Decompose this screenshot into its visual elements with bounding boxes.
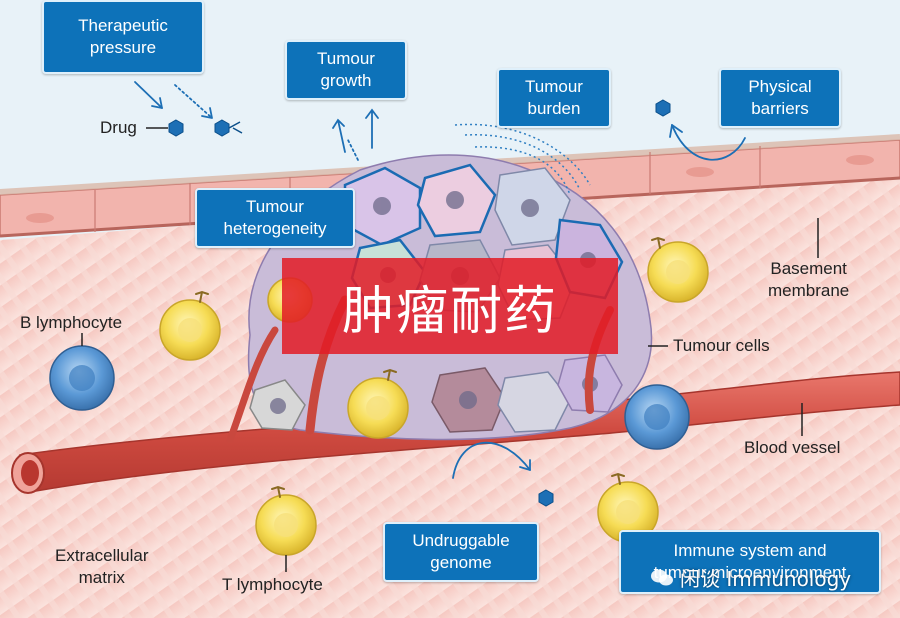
watermark: 闲谈 Immunology <box>650 563 851 592</box>
t-cell-nucleus <box>616 500 640 524</box>
callout-line: Tumour <box>525 77 583 96</box>
membrane-cell <box>686 167 714 177</box>
callout-line: tumour microenvironment <box>653 563 847 582</box>
callout-line: Immune system and <box>673 541 827 560</box>
burden-wave <box>454 123 591 186</box>
physical-barriers-callout: Physical barriers <box>719 68 841 128</box>
callout-line: Tumour <box>246 197 304 216</box>
immune-system-callout: Immune system and tumour microenvironmen… <box>619 530 881 594</box>
tumour-cell <box>497 371 571 433</box>
drug-molecule <box>168 119 184 137</box>
tumour-blood-vessel <box>226 326 279 444</box>
therapeutic-pressure-callout: Therapeutic pressure <box>42 0 204 74</box>
callout-line: heterogeneity <box>223 219 327 238</box>
drug-molecule <box>214 119 230 137</box>
label-line: matrix <box>78 568 125 587</box>
t-lymphocyte-label: T lymphocyte <box>222 575 323 594</box>
therapeutic-pressure-arrow <box>174 84 213 119</box>
physical-barrier-arrow <box>671 124 746 161</box>
nucleus <box>373 197 391 215</box>
label-line: membrane <box>768 281 850 300</box>
growth-arrow <box>332 118 346 153</box>
therapeutic-pressure-arrow <box>151 97 163 109</box>
label-line: Basement <box>770 259 847 278</box>
tumour-growth-callout: Tumour growth <box>285 40 407 100</box>
nucleus <box>521 199 539 217</box>
arrows <box>134 81 746 479</box>
therapeutic-pressure-arrow <box>201 107 213 119</box>
callout-line: Therapeutic <box>78 16 168 35</box>
label-line: Extracellular <box>55 546 149 565</box>
growth-arrow <box>347 139 359 161</box>
callout-line: barriers <box>751 99 809 118</box>
extracellular-matrix-label: Extracellular matrix <box>55 545 149 589</box>
nucleus <box>270 398 286 414</box>
receptor <box>271 485 285 498</box>
membrane-cell <box>26 213 54 223</box>
callout-line: growth <box>320 71 372 90</box>
t-cell-nucleus <box>178 318 202 342</box>
receptor <box>195 290 209 303</box>
b-lymphocyte-nucleus <box>69 365 95 391</box>
watermark-text: 闲谈 Immunology <box>680 567 852 591</box>
callout-line: genome <box>430 553 492 572</box>
blood-vessel-lumen <box>21 460 39 486</box>
drug-branch <box>228 121 243 134</box>
receptor <box>383 368 397 381</box>
t-cell-receptors <box>195 236 665 498</box>
basement-membrane-label: Basement membrane <box>768 258 849 302</box>
b-lymphocytes <box>49 345 690 450</box>
b-lymphocyte-nucleus <box>644 404 670 430</box>
t-cell-nucleus <box>666 260 690 284</box>
drug-molecule <box>538 489 554 507</box>
callout-line: burden <box>527 99 581 118</box>
membrane-cell <box>846 155 874 165</box>
therapeutic-pressure-arrow <box>134 81 163 109</box>
b-lymphocyte-label: B lymphocyte <box>20 313 123 332</box>
tumour-burden-callout: Tumour burden <box>497 68 611 128</box>
receptor <box>611 472 625 485</box>
callout-line: pressure <box>89 38 157 57</box>
drug-label: Drug <box>100 118 137 137</box>
tumour-burden-waves <box>454 123 591 196</box>
physical-barrier-arrow <box>669 124 683 138</box>
nucleus <box>446 191 464 209</box>
t-cell-nucleus <box>274 513 298 537</box>
drug-molecules <box>168 99 671 507</box>
nucleus <box>459 391 477 409</box>
receptor <box>651 236 665 249</box>
callout-line: Undruggable <box>412 531 510 550</box>
tumour-heterogeneity-callout: Tumour heterogeneity <box>195 188 355 248</box>
undruggable-genome-callout: Undruggable genome <box>383 522 539 582</box>
growth-arrow <box>365 108 379 149</box>
undruggable-arrow <box>452 441 531 479</box>
chat-bubble <box>659 574 673 585</box>
title-banner: 肿瘤耐药 <box>282 258 618 354</box>
t-cell-nucleus <box>366 396 390 420</box>
label-pointers <box>81 218 819 572</box>
callout-line: Tumour <box>317 49 375 68</box>
callout-line: Physical <box>748 77 812 96</box>
drug-molecule <box>655 99 671 117</box>
burden-wave <box>474 146 571 196</box>
chat-logo-icon <box>651 569 673 585</box>
tumour-cells-label: Tumour cells <box>673 336 770 355</box>
blood-vessel-label: Blood vessel <box>744 438 841 457</box>
undruggable-arrow <box>519 459 531 471</box>
burden-wave <box>464 134 581 191</box>
